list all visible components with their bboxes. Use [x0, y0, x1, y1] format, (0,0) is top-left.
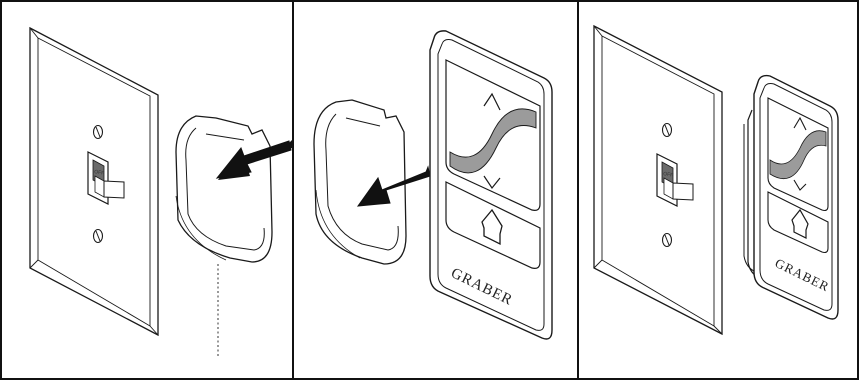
screw-icon — [94, 230, 103, 243]
screw-icon — [663, 234, 672, 247]
screw-icon — [94, 126, 103, 139]
mounted-remote: GRABER — [744, 76, 838, 319]
screw-icon — [663, 124, 672, 137]
graber-remote: GRABER — [430, 31, 552, 339]
